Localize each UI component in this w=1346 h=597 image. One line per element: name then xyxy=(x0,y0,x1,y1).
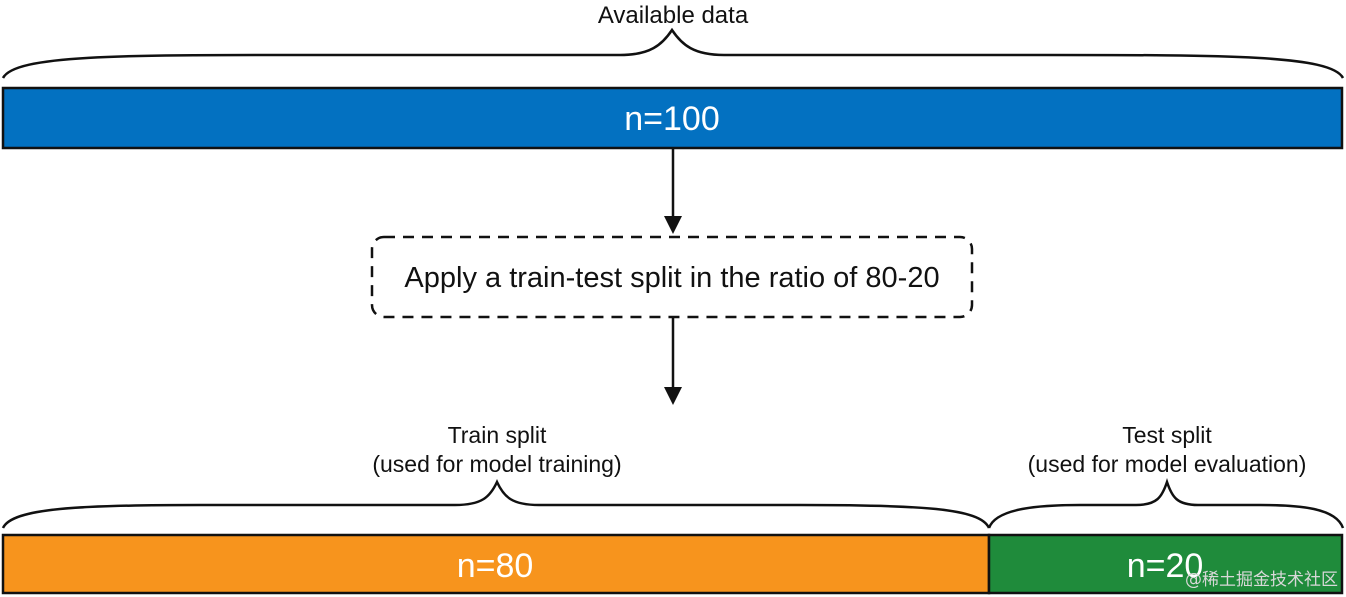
train-split-label: Train split xyxy=(448,422,547,448)
train-split-sublabel: (used for model training) xyxy=(372,451,621,477)
train-split-count: n=80 xyxy=(457,547,534,585)
test-split-label: Test split xyxy=(1122,422,1212,448)
available-data-count: n=100 xyxy=(624,100,720,138)
arrow-head-2 xyxy=(664,387,682,405)
available-data-bar xyxy=(1,86,1344,150)
split-step-box xyxy=(370,235,974,319)
split-step-text: Apply a train-test split in the ratio of… xyxy=(404,262,939,294)
test-split-sublabel: (used for model evaluation) xyxy=(1028,451,1307,477)
test-split-count: n=20 xyxy=(1127,547,1204,585)
test-split-bar xyxy=(987,533,1344,595)
train-split-brace xyxy=(1,479,991,529)
arrow-head-1 xyxy=(664,216,682,234)
test-split-brace xyxy=(987,478,1345,529)
available-data-brace xyxy=(1,27,1345,79)
watermark-text: @稀土掘金技术社区 xyxy=(1185,570,1338,590)
available-data-label: Available data xyxy=(598,2,749,29)
